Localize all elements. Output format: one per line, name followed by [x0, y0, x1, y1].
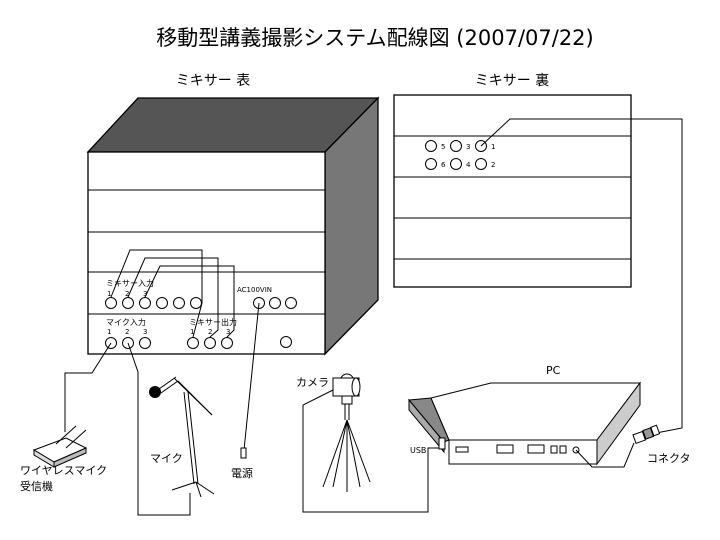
- back-jack-number: 6: [441, 161, 446, 169]
- mixer-output-number: 3: [226, 328, 230, 336]
- mixer-input-number: 3: [143, 290, 147, 298]
- camera-label: カメラ: [296, 376, 329, 389]
- back-output-cable: [480, 118, 683, 434]
- ac-in-label: AC100VIN: [237, 286, 272, 294]
- mixer-back-heading: ミキサー 裏: [475, 72, 549, 89]
- wireless-receiver-label: ワイヤレスマイク: [20, 464, 107, 477]
- mixer-input-jack-3: [139, 297, 151, 309]
- ac-jack-2: [269, 297, 281, 309]
- back-jack-4: [450, 158, 462, 170]
- ac-jack-3: [285, 297, 297, 309]
- mixer-input-number: 1: [107, 290, 111, 298]
- connector-icon: [632, 424, 661, 445]
- camera-cable: [302, 389, 442, 513]
- back-jack-number: 3: [466, 143, 470, 151]
- mic-input-jack-3: [139, 337, 151, 349]
- mixer-input-jack-6: [190, 297, 202, 309]
- back-jack-number: 4: [466, 161, 471, 169]
- back-jack-6: [425, 158, 437, 170]
- power-cable: [243, 302, 260, 451]
- mixer-output-jack-2: [204, 337, 216, 349]
- mic-input-number: 3: [143, 328, 147, 336]
- mic-input-number: 2: [125, 328, 129, 336]
- back-jack-number: 5: [441, 143, 445, 151]
- wireless-receiver-icon: [32, 425, 88, 468]
- mixer-input-jack-5: [173, 297, 185, 309]
- back-jack-3: [450, 140, 462, 152]
- mixer-back-panel: [393, 94, 632, 288]
- power-switch: [280, 336, 292, 348]
- mixer-output-jack-3: [221, 337, 233, 349]
- usb-label: USB: [410, 446, 426, 455]
- power-plug-icon: [240, 447, 247, 459]
- mixer-input-jack-1: [105, 297, 117, 309]
- mic-input-number: 1: [107, 328, 111, 336]
- back-jack-2: [475, 158, 487, 170]
- wireless-cable: [64, 342, 112, 432]
- back-jack-number: 1: [491, 143, 495, 151]
- mixer-input-jack-4: [156, 297, 168, 309]
- mixer-front-heading: ミキサー 表: [176, 73, 250, 89]
- page-title: 移動型講義撮影システム配線図 (2007/07/22): [156, 26, 593, 50]
- wireless-receiver-label: 受信機: [20, 479, 53, 493]
- mic-input-label: マイク入力: [106, 317, 146, 327]
- mic-cable: [127, 342, 191, 516]
- mic-icon: [149, 376, 215, 498]
- mixer-input-jack-2: [122, 297, 134, 309]
- mixer-output-number: 2: [208, 328, 212, 336]
- pc-icon: [408, 381, 642, 466]
- patch-cables: [110, 249, 235, 338]
- connector-label: コネクタ: [647, 452, 691, 465]
- mixer-input-label: ミキサー入力: [106, 278, 154, 288]
- mixer-output-number: 1: [190, 328, 194, 336]
- mixer-input-number: 2: [125, 290, 129, 298]
- pc-label: PC: [546, 364, 561, 377]
- power-label: 電源: [231, 466, 253, 480]
- mixer-output-label: ミキサー出力: [189, 317, 237, 327]
- pc-connector-cable: [575, 442, 635, 468]
- mixer-output-jack-1: [187, 337, 199, 349]
- back-jack-5: [425, 140, 437, 152]
- back-jack-number: 2: [491, 161, 495, 169]
- mixer-front-cabinet: [86, 96, 380, 356]
- camera-icon: [322, 373, 371, 492]
- mic-label: マイク: [150, 452, 183, 465]
